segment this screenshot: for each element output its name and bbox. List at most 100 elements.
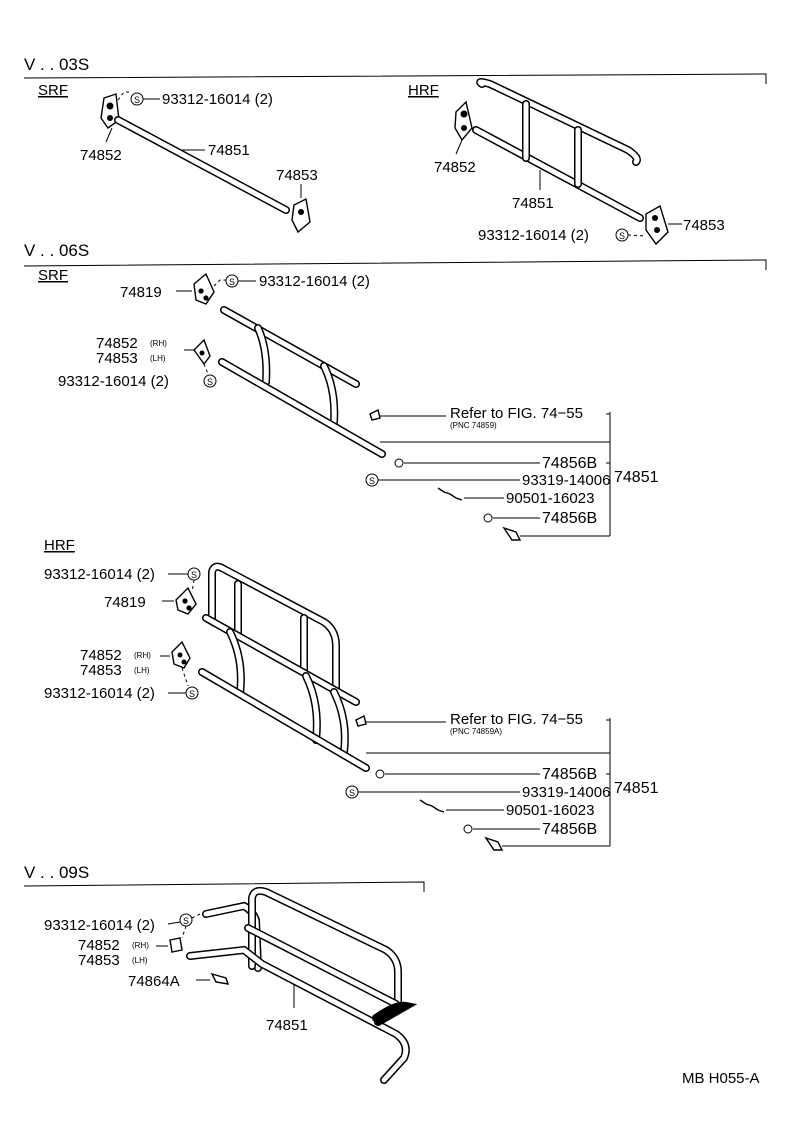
bracket-hole: [106, 102, 114, 110]
cap-part: [375, 769, 385, 779]
s-symbol: S: [619, 231, 625, 241]
part-number-74864a: 74864A: [128, 973, 180, 990]
rh-label: (RH): [134, 651, 151, 660]
bracket-hole: [182, 598, 188, 604]
variant-label-srf: SRF: [38, 267, 68, 284]
part-number-bolt: 93312-16014 (2): [162, 91, 273, 108]
bracket-hole: [186, 605, 192, 611]
variant-label-hrf: HRF: [44, 537, 75, 554]
s-symbol: S: [191, 570, 197, 580]
spring-icon: [437, 487, 463, 501]
section-bracket: [23, 881, 425, 892]
crossbar-highlight: [245, 925, 399, 1007]
v03s-hrf-group: HRF 74852 74851 74853 93312-1: [408, 78, 725, 246]
part-number-74852: 74852: [80, 647, 122, 664]
part-number-74851: 74851: [208, 142, 250, 159]
part-number-bolt: 93312-16014 (2): [44, 685, 155, 702]
leader-dash: [181, 667, 189, 687]
bracket-74853: [645, 204, 669, 246]
section-title: V . . 06S: [24, 241, 89, 260]
leader-dash: [191, 913, 201, 919]
bolt-part: [484, 836, 504, 851]
upright-highlight: [255, 325, 269, 385]
s-symbol: S: [369, 476, 375, 486]
s-symbol: S: [349, 788, 355, 798]
spring-icon: [419, 799, 445, 813]
part-number-90501: 90501-16023: [506, 802, 594, 819]
bracket-hole: [460, 110, 468, 118]
part-number-74856b: 74856B: [542, 510, 597, 527]
leader-line: [105, 127, 113, 143]
section-v03s: V . . 03S SRF S 93312-16014 (2) 74852 74…: [23, 55, 767, 246]
section-bracket: [23, 259, 767, 270]
leader-dash: [117, 91, 132, 101]
part-number-74852: 74852: [434, 159, 476, 176]
part-number-74851: 74851: [512, 195, 554, 212]
part-number-74856b: 74856B: [542, 455, 597, 472]
part-number-74856b: 74856B: [542, 766, 597, 783]
part-number-bolt: 93312-16014 (2): [44, 917, 155, 934]
bracket-hole: [203, 295, 209, 301]
part-number-90501: 90501-16023: [506, 490, 594, 507]
v06s-srf-group: SRF 74819 S 93312-16014 (2) 74852 (: [38, 267, 659, 541]
lower-rail-highlight: [187, 947, 409, 1083]
part-number-93319: 93319-14006: [522, 472, 610, 489]
frame-highlight: [249, 888, 401, 1013]
part-number-bolt: 93312-16014 (2): [259, 273, 370, 290]
bolt-part: [502, 526, 522, 541]
section-bracket: [23, 73, 767, 84]
bracket-hole: [181, 659, 187, 665]
part-number-74852: 74852: [80, 147, 122, 164]
upright-highlight: [331, 689, 348, 755]
cap-part: [483, 513, 493, 523]
end-clamp: [372, 1001, 418, 1026]
rh-label: (RH): [150, 339, 167, 348]
variant-label-srf: SRF: [38, 82, 68, 99]
upper-rail: [476, 78, 641, 166]
rh-label: (RH): [132, 941, 149, 950]
leader-dash: [627, 234, 647, 237]
s-symbol: S: [207, 377, 213, 387]
section-title: V . . 09S: [24, 863, 89, 882]
leader-dash: [191, 579, 195, 593]
section-v09s: V . . 09S 93312-16014 (2) S 74852 (RH) 7…: [23, 863, 760, 1087]
pnc-reference: (PNC 74859A): [450, 727, 502, 736]
bracket-hole: [652, 215, 658, 221]
upright-highlight: [303, 673, 320, 743]
leader-line: [455, 139, 463, 155]
diagram-code: MB H055-A: [682, 1070, 760, 1087]
bracket-hole: [654, 227, 660, 233]
rod-highlight: [115, 117, 289, 213]
part-number-74853: 74853: [683, 217, 725, 234]
rod-highlight: [199, 669, 369, 771]
leader-dash: [181, 925, 187, 939]
leader-dash: [203, 363, 209, 375]
section-v06s: V . . 06S SRF 74819 S 93312-16014 (2): [23, 241, 767, 851]
bracket-hole: [298, 209, 304, 215]
pnc-reference: (PNC 74859): [450, 421, 497, 430]
fig-reference: Refer to FIG. 74−55: [450, 405, 583, 422]
part-number-74819: 74819: [120, 284, 162, 301]
bracket-hole: [199, 350, 205, 356]
clip-74864a: [210, 972, 230, 985]
upright-highlight: [227, 629, 244, 697]
part-number-74856b: 74856B: [542, 821, 597, 838]
bracket-hole: [461, 125, 467, 131]
fig-reference: Refer to FIG. 74−55: [450, 711, 583, 728]
bracket-74852: [454, 100, 473, 142]
part-number-74853: 74853: [96, 350, 138, 367]
part-number-74853: 74853: [276, 167, 318, 184]
rail-highlight: [221, 307, 359, 387]
v03s-srf-group: SRF S 93312-16014 (2) 74852 74851 74853: [38, 82, 318, 234]
part-number-bolt: 93312-16014 (2): [478, 227, 589, 244]
part-number-74819: 74819: [104, 594, 146, 611]
rail-highlight: [477, 79, 640, 165]
variant-label-hrf: HRF: [408, 82, 439, 99]
upright-highlight: [321, 363, 337, 425]
part-number-74852: 74852: [96, 335, 138, 352]
s-symbol: S: [134, 95, 140, 105]
cap-part: [394, 458, 404, 468]
part-number-74851: 74851: [266, 1017, 308, 1034]
part-number-74851: 74851: [614, 780, 659, 797]
